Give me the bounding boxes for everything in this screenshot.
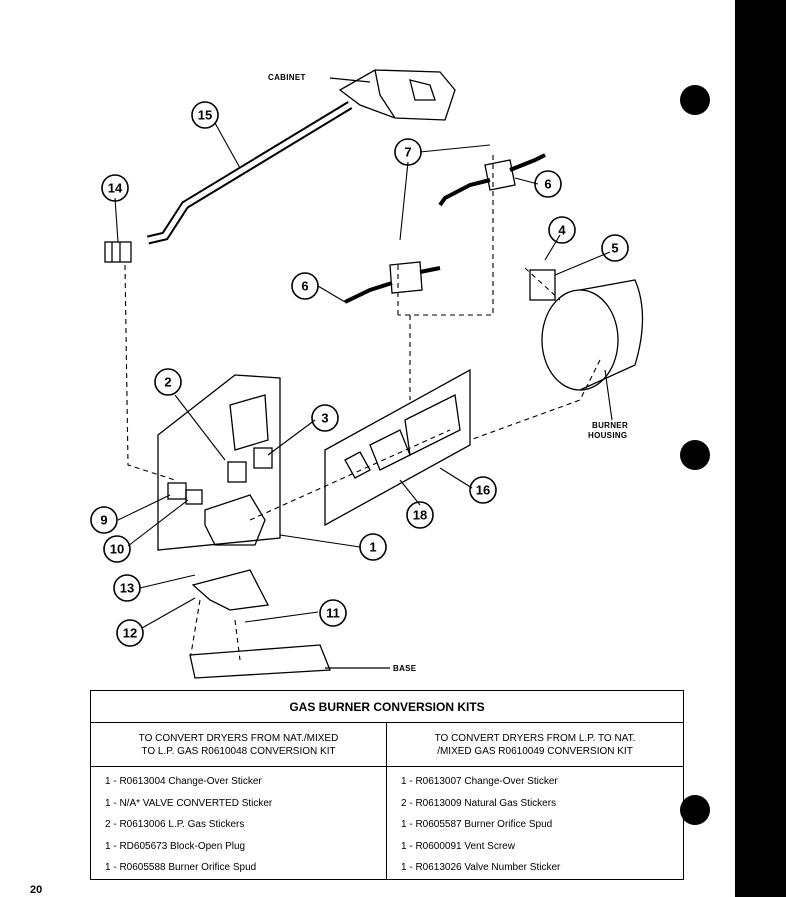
list-item: 1 - R0600091 Vent Screw bbox=[401, 840, 515, 852]
callout-11: 11 bbox=[326, 606, 340, 621]
pipe-fitting-14 bbox=[104, 241, 132, 263]
callout-13: 13 bbox=[120, 581, 134, 596]
heading-line: TO CONVERT DRYERS FROM L.P. TO NAT. bbox=[434, 732, 636, 744]
callout-1: 1 bbox=[369, 540, 376, 555]
plug-10 bbox=[185, 489, 203, 505]
list-item: 2 - R0613006 L.P. Gas Stickers bbox=[105, 819, 245, 830]
callout-16: 16 bbox=[476, 483, 490, 498]
kit-item-list: 1 - R0613007 Change-Over Sticker 2 - R06… bbox=[387, 767, 683, 879]
callout-4: 4 bbox=[558, 223, 566, 238]
label-base: BASE bbox=[393, 664, 417, 673]
column-heading: TO CONVERT DRYERS FROM L.P. TO NAT. /MIX… bbox=[387, 723, 683, 767]
callout-2: 2 bbox=[164, 375, 171, 390]
cabinet-bracket bbox=[329, 69, 456, 121]
callout-9: 9 bbox=[100, 513, 107, 528]
callout-5: 5 bbox=[611, 241, 618, 256]
list-item: 1 - R0613026 Valve Number Sticker bbox=[401, 862, 561, 873]
burner-housing bbox=[529, 269, 644, 391]
exploded-view-diagram: 15 14 7 6 6 4 5 2 3 16 18 1 9 10 13 12 1… bbox=[90, 69, 644, 679]
callout-7: 7 bbox=[404, 145, 411, 160]
list-item: 1 - R0613004 Change-Over Sticker bbox=[105, 776, 262, 787]
binder-hole bbox=[680, 440, 710, 470]
callout-12: 12 bbox=[123, 626, 137, 641]
heading-line: TO L.P. GAS R0610048 CONVERSION KIT bbox=[141, 745, 336, 757]
kit-item-list: 1 - R0613004 Change-Over Sticker 1 - N/A… bbox=[91, 767, 386, 879]
callout-6-upper: 6 bbox=[544, 177, 551, 192]
list-item: 1 - R0613007 Change-Over Sticker bbox=[401, 776, 558, 787]
scan-edge-border bbox=[735, 0, 786, 897]
binder-hole bbox=[680, 795, 710, 825]
callout-10: 10 bbox=[110, 542, 124, 557]
callout-14: 14 bbox=[108, 181, 123, 196]
base-outline bbox=[189, 644, 331, 679]
harness-upper-6 bbox=[438, 153, 546, 207]
heading-line: TO CONVERT DRYERS FROM NAT./MIXED bbox=[138, 732, 339, 744]
table-title: GAS BURNER CONVERSION KITS bbox=[91, 691, 683, 723]
callout-15: 15 bbox=[198, 108, 212, 123]
burner-bracket-16 bbox=[324, 368, 471, 527]
page-number: 20 bbox=[30, 884, 43, 896]
gas-valve-1 bbox=[157, 374, 281, 551]
nat-to-lp-column: TO CONVERT DRYERS FROM NAT./MIXED TO L.P… bbox=[91, 723, 387, 879]
harness-lower-6 bbox=[344, 261, 441, 304]
conversion-kits-table: GAS BURNER CONVERSION KITS TO CONVERT DR… bbox=[90, 690, 684, 880]
column-heading: TO CONVERT DRYERS FROM NAT./MIXED TO L.P… bbox=[91, 723, 386, 767]
callout-18: 18 bbox=[413, 508, 427, 523]
callout-6-lower: 6 bbox=[301, 279, 308, 294]
list-item: 1 - N/A* VALVE CONVERTED Sticker bbox=[105, 797, 273, 809]
list-item: 1 - RD605673 Block-Open Plug bbox=[105, 840, 246, 852]
callout-3: 3 bbox=[321, 411, 328, 426]
heading-line: /MIXED GAS R0610049 CONVERSION KIT bbox=[437, 745, 633, 757]
lp-to-nat-column: TO CONVERT DRYERS FROM L.P. TO NAT. /MIX… bbox=[387, 723, 683, 879]
label-burner-housing-2: HOUSING bbox=[588, 431, 627, 440]
label-burner-housing-1: BURNER bbox=[592, 421, 628, 430]
mounting-plate-12 bbox=[191, 569, 270, 611]
fitting-9 bbox=[167, 482, 187, 500]
list-item: 1 - R0605588 Burner Orifice Spud bbox=[105, 862, 257, 873]
binder-hole bbox=[680, 85, 710, 115]
gas-pipe-15 bbox=[146, 101, 353, 245]
list-item: 2 - R0613009 Natural Gas Stickers bbox=[401, 797, 557, 809]
list-item: 1 - R0605587 Burner Orifice Spud bbox=[401, 819, 553, 830]
label-cabinet: CABINET bbox=[268, 73, 306, 82]
